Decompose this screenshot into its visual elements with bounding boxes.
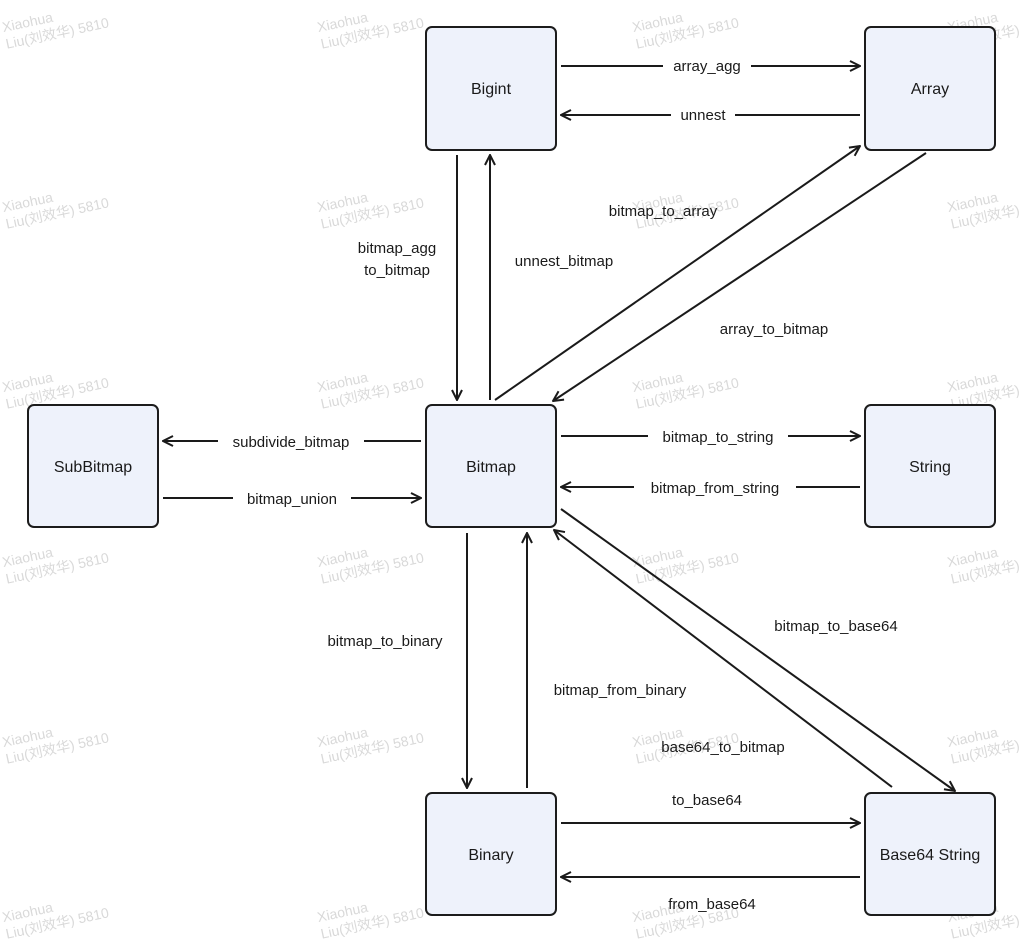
edge-to-bitmap-label: to_bitmap bbox=[364, 262, 430, 279]
edge-bitmap-agg-label: bitmap_agg bbox=[358, 240, 436, 257]
node-base64-string: Base64 String bbox=[864, 792, 996, 916]
node-bitmap: Bitmap bbox=[425, 404, 557, 528]
edge-base64-to-bitmap-arrow bbox=[554, 530, 893, 788]
edge-unnest-label: unnest bbox=[680, 107, 726, 124]
node-array-label: Array bbox=[911, 81, 949, 98]
edge-bitmap-from-binary-label: bitmap_from_binary bbox=[554, 682, 687, 699]
node-array: Array bbox=[864, 26, 996, 151]
edge-from-base64-label: from_base64 bbox=[668, 896, 756, 913]
edge-array-to-bitmap-arrow bbox=[553, 152, 927, 401]
edge-bitmap-to-array-label: bitmap_to_array bbox=[609, 203, 718, 220]
node-string-label: String bbox=[909, 459, 951, 476]
edge-unnest-bitmap-label: unnest_bitmap bbox=[515, 253, 613, 270]
node-base64-string-label: Base64 String bbox=[880, 847, 981, 864]
node-bigint-label: Bigint bbox=[471, 81, 512, 98]
edge-bitmap-from-string-label: bitmap_from_string bbox=[651, 480, 779, 497]
edge-to-base64-label: to_base64 bbox=[672, 792, 742, 809]
edge-bitmap-to-binary-label: bitmap_to_binary bbox=[327, 633, 443, 650]
node-subbitmap: SubBitmap bbox=[27, 404, 159, 528]
edge-base64-to-bitmap-label: base64_to_bitmap bbox=[661, 739, 784, 756]
edge-bitmap-to-base64-label: bitmap_to_base64 bbox=[774, 618, 897, 635]
edge-bitmap-to-base64-arrow bbox=[560, 508, 955, 791]
node-bigint: Bigint bbox=[425, 26, 557, 151]
edge-bitmap-union-label: bitmap_union bbox=[247, 491, 337, 508]
node-subbitmap-label: SubBitmap bbox=[54, 459, 132, 476]
edge-subdivide-bitmap-label: subdivide_bitmap bbox=[233, 434, 350, 451]
edge-array-agg-label: array_agg bbox=[673, 58, 741, 75]
edge-array-to-bitmap-label: array_to_bitmap bbox=[720, 321, 828, 338]
edge-bitmap-to-array-arrow bbox=[494, 146, 860, 401]
edge-bitmap-to-string-label: bitmap_to_string bbox=[663, 429, 774, 446]
node-binary-label: Binary bbox=[468, 847, 513, 864]
node-bitmap-label: Bitmap bbox=[466, 459, 516, 476]
node-string: String bbox=[864, 404, 996, 528]
node-binary: Binary bbox=[425, 792, 557, 916]
